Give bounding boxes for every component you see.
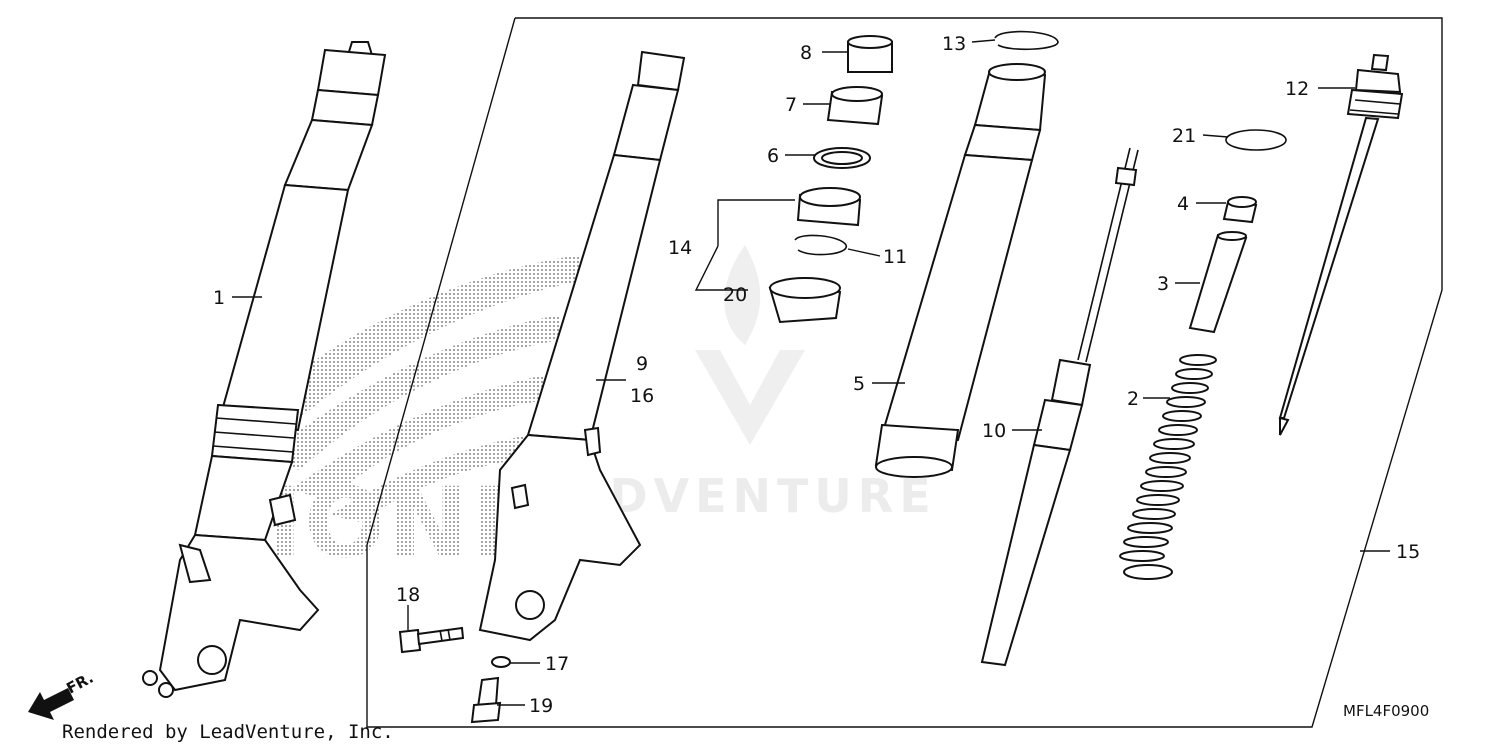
leader-lines [232,39,1390,706]
callout-12: 12 [1285,78,1309,100]
seal-parts-column [768,35,893,324]
callout-3: 3 [1157,273,1169,295]
callout-7: 7 [785,94,797,116]
callout-21: 21 [1172,125,1196,147]
callout-labels: 1 2 3 4 5 6 7 8 9 10 11 12 13 14 15 16 1… [213,33,1420,717]
fork-slider-part-9-16 [478,50,686,642]
diagram-code: MFL4F0900 [1343,702,1429,720]
callout-15: 15 [1396,541,1420,563]
o-ring-part-21 [1225,129,1287,151]
spring-parts [1119,196,1258,580]
callout-8: 8 [800,42,812,64]
callout-9: 9 [636,353,648,375]
callout-20: 20 [723,284,747,306]
assembly-frame [366,17,1443,728]
callout-13: 13 [942,33,966,55]
damper-rod-part-10 [980,147,1139,667]
callout-11: 11 [883,246,907,268]
credit-text: Rendered by LeadVenture, Inc. [62,721,394,743]
callout-17: 17 [545,653,569,675]
fork-bolt-part-12 [1278,53,1404,436]
fork-assembly-part-1 [142,41,387,698]
front-direction-arrow: FR. [28,669,96,720]
callout-2: 2 [1127,388,1139,410]
callout-14: 14 [668,237,692,259]
hardware-parts [398,626,511,724]
callout-16: 16 [630,385,654,407]
fork-spring-part-2 [1119,354,1217,580]
callout-1: 1 [213,287,225,309]
callout-18: 18 [396,584,420,606]
callout-10: 10 [982,420,1006,442]
callout-19: 19 [529,695,553,717]
circlip-part-13 [994,30,1059,51]
callout-5: 5 [853,373,865,395]
outer-tube-part-5 [874,63,1047,478]
frame-diagonal [366,17,516,546]
callout-4: 4 [1177,193,1189,215]
callout-6: 6 [767,145,779,167]
